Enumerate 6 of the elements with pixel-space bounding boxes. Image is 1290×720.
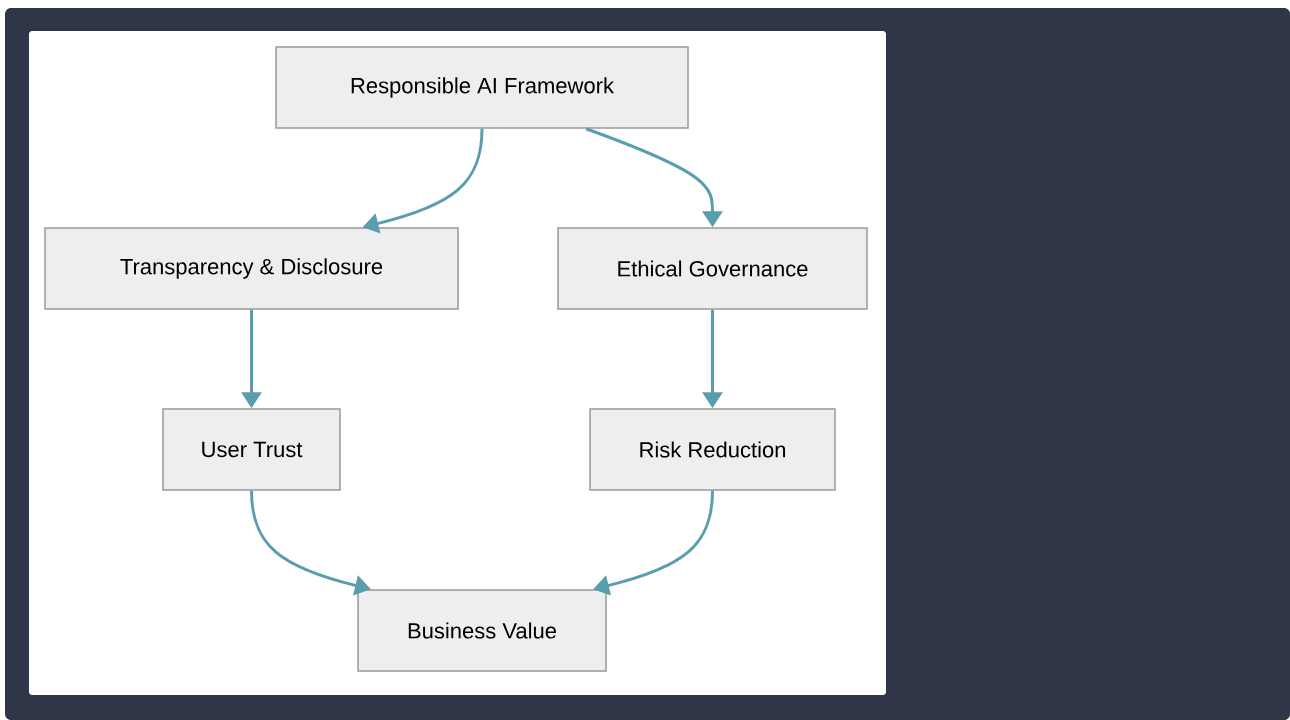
process-box: Ethical Governance	[557, 227, 868, 310]
process-box: User Trust	[162, 408, 341, 491]
process-box: Transparency & Disclosure	[44, 227, 459, 310]
process-box: Responsible AI Framework	[275, 46, 689, 129]
process-box: Business Value	[357, 589, 607, 672]
process-box: Risk Reduction	[589, 408, 836, 491]
